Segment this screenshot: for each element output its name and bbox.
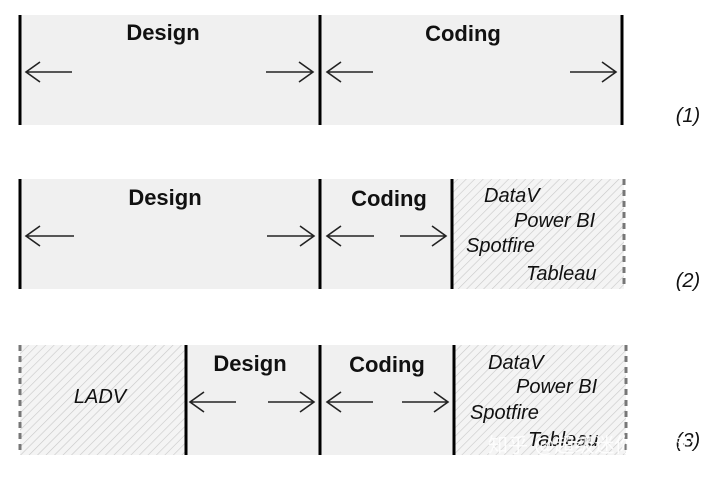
tool-label: Tableau [526,263,596,285]
left-arrow-icon [325,391,373,413]
right-arrow-icon [400,225,448,247]
design-label: Design [213,351,286,376]
left-arrow-icon [24,61,72,83]
tool-label: DataV [484,185,541,207]
watermark: 知乎 @超级迷你宇宝宝 [488,433,694,457]
tool-label: Spotfire [466,235,535,257]
right-arrow-icon [570,61,618,83]
coding-label: Coding [425,21,501,46]
row-2-label: (2) [676,270,700,292]
row-1: Design Coding (1) [18,15,700,127]
design-label: Design [126,20,199,45]
design-label: Design [128,185,201,210]
row-2: Design Coding DataV Power BI Spotfire Ta… [18,179,700,292]
left-arrow-icon [24,225,74,247]
left-arrow-icon [325,225,374,247]
right-arrow-icon [268,391,316,413]
tool-label: Power BI [516,376,598,398]
row-3-label: (3) [676,430,700,452]
tool-label: DataV [488,352,545,374]
coding-label: Coding [351,186,427,211]
ladv-label: LADV [74,386,128,408]
row-1-label: (1) [676,105,700,127]
right-arrow-icon [402,391,450,413]
coding-label: Coding [349,352,425,377]
tools-hatched-region [454,345,626,455]
tool-label: Spotfire [470,402,539,424]
ladv-hatched-region [20,345,186,455]
tool-label: Tableau [528,429,598,451]
right-arrow-icon [266,61,315,83]
left-arrow-icon [188,391,236,413]
right-arrow-icon [267,225,316,247]
row-3: LADV Design Coding DataV Power BI Spotfi… [18,345,700,455]
tool-label: Power BI [514,210,596,232]
row-2-panel [20,179,452,289]
left-arrow-icon [325,61,373,83]
tools-hatched-region [452,179,624,289]
